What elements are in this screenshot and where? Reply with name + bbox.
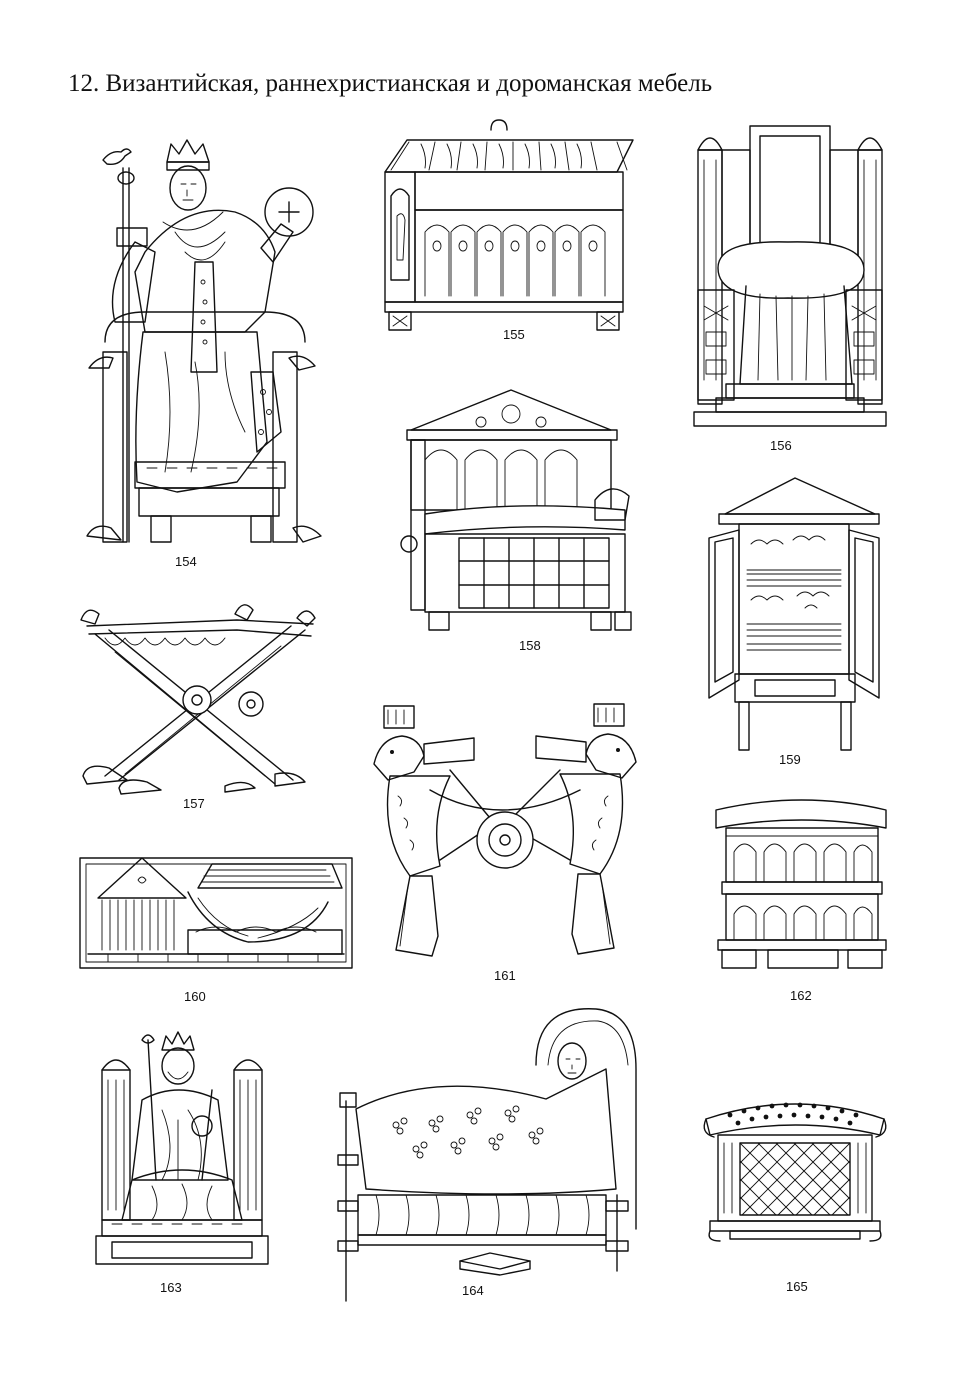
figure-155: 155 [375,120,645,348]
figure-164: 164 [336,1005,646,1303]
illustration-reliquary-shrine [375,120,645,332]
figure-number: 158 [519,638,541,653]
illustration-gabled-throne-chest [395,388,665,636]
figure-160: 160 [78,852,356,1007]
figure-157: 157 [75,600,325,815]
figure-number: 164 [462,1283,484,1298]
illustration-emperor-on-throne [75,132,335,552]
illustration-bed-with-figure [336,1005,646,1275]
figure-158: 158 [395,388,665,656]
figure-number: 160 [184,989,206,1004]
figure-number: 162 [790,988,812,1003]
figure-number: 165 [786,1279,808,1294]
illustration-book-cabinet [695,474,900,754]
figure-165: 165 [700,1093,890,1297]
figure-number: 155 [503,327,525,342]
figure-163: 163 [92,1030,272,1295]
illustration-cushioned-stool [700,1102,890,1243]
figure-159: 159 [695,474,900,774]
page-title: 12. Византийская, раннехристианская и до… [68,70,713,97]
illustration-throne-with-cushion [690,120,900,430]
figure-154: 154 [75,132,335,569]
illustration-bed-in-pavilion [78,852,356,972]
figure-number: 163 [160,1280,182,1295]
figure-161: 161 [370,700,640,988]
figure-number: 161 [494,968,516,983]
figure-number: 156 [770,438,792,453]
figure-number: 154 [175,554,197,569]
illustration-folding-x-stool [75,600,325,800]
figure-number: 157 [183,796,205,811]
illustration-arcaded-bench [712,796,892,976]
illustration-lion-throne-frame [370,700,640,962]
figure-number: 159 [779,752,801,767]
illustration-king-on-throne [92,1030,272,1268]
figure-162: 162 [712,796,892,1008]
figure-156: 156 [690,120,900,460]
